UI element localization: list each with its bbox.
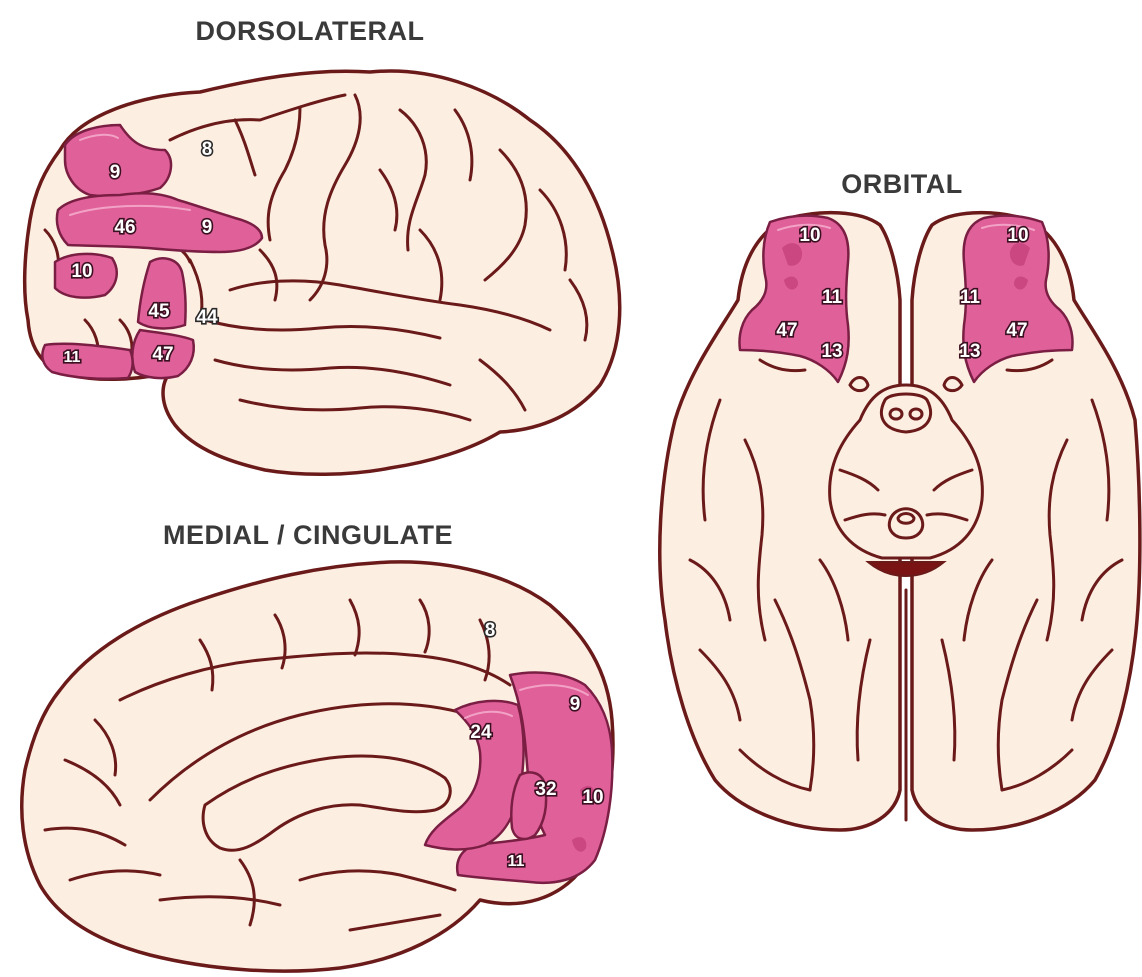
dl-area-45: 45 [148, 301, 170, 322]
medial-brain-outline [22, 562, 613, 971]
orb-right-area-11: 11 [960, 287, 981, 308]
med-label-8: 8 [485, 620, 496, 641]
dl-label-44: 44 [196, 307, 218, 328]
med-area-11: 11 [508, 853, 525, 870]
dl-area-47: 47 [152, 344, 173, 365]
dorsolateral-title: DORSOLATERAL [196, 16, 425, 46]
dorsolateral-view: DORSOLATERAL 9 46 9 [25, 16, 620, 474]
orb-right-area-10: 10 [1007, 225, 1028, 246]
med-area-9: 9 [570, 694, 581, 715]
orb-right-area-13: 13 [959, 341, 980, 362]
orb-left-area-47: 47 [776, 320, 797, 341]
dl-area-11: 11 [64, 349, 81, 366]
med-area-24: 24 [470, 722, 492, 743]
orb-left-area-13: 13 [821, 341, 842, 362]
dl-area-46: 46 [114, 217, 135, 238]
dl-label-8: 8 [202, 139, 213, 160]
medial-view: MEDIAL / CINGULATE 24 9 32 10 11 8 [22, 520, 613, 971]
dl-area-9-lower: 9 [202, 217, 213, 238]
orbital-title: ORBITAL [841, 169, 962, 199]
medial-title: MEDIAL / CINGULATE [163, 520, 453, 550]
orbital-view: ORBITAL [660, 169, 1140, 830]
dl-area-10: 10 [71, 261, 92, 282]
med-area-10: 10 [582, 787, 603, 808]
orb-left-area-10: 10 [799, 225, 820, 246]
med-area-32: 32 [535, 779, 556, 800]
orb-left-area-11: 11 [822, 287, 843, 308]
orb-right-area-47: 47 [1006, 320, 1027, 341]
dl-area-9-top: 9 [110, 162, 121, 183]
